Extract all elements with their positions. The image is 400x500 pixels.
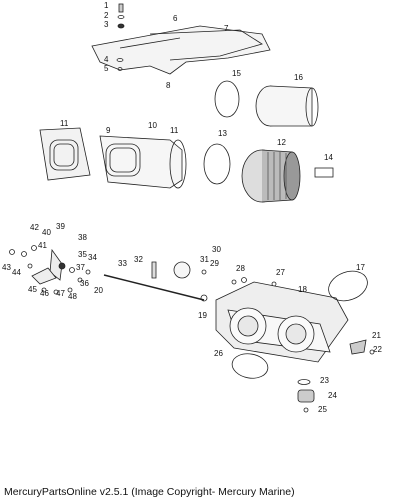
callout-13: 13 xyxy=(218,129,227,138)
small-hardware xyxy=(151,261,277,302)
callout-2: 2 xyxy=(104,11,109,20)
callout-45: 45 xyxy=(28,285,37,294)
flame-arrestor-adapter-left xyxy=(39,127,91,181)
callout-35: 35 xyxy=(78,250,87,259)
callout-43: 43 xyxy=(2,263,11,272)
gasket-26 xyxy=(231,353,269,379)
callout-48: 48 xyxy=(68,292,77,301)
callout-17: 17 xyxy=(356,263,365,272)
callout-16: 16 xyxy=(294,73,303,82)
callout-40: 40 xyxy=(42,228,51,237)
throttle-linkage-parts xyxy=(9,245,91,295)
callout-33: 33 xyxy=(118,259,127,268)
callout-47: 47 xyxy=(56,289,65,298)
callout-27: 27 xyxy=(276,268,285,277)
callout-5: 5 xyxy=(104,64,109,73)
callout-39: 39 xyxy=(56,222,65,231)
callout-20: 20 xyxy=(94,286,103,295)
callout-12: 12 xyxy=(277,138,286,147)
exploded-parts-diagram: 1234567891011111213141516171819202122232… xyxy=(2,1,382,414)
callout-36: 36 xyxy=(80,279,89,288)
callout-26: 26 xyxy=(214,349,223,358)
sensor-parts xyxy=(297,339,375,413)
callout-1: 1 xyxy=(104,1,109,10)
callout-32: 32 xyxy=(134,255,143,264)
decal-label xyxy=(314,167,334,178)
air-box-cover xyxy=(91,25,271,75)
callout-22: 22 xyxy=(373,345,382,354)
callout-46: 46 xyxy=(40,289,49,298)
gasket-17 xyxy=(328,270,368,302)
callout-7: 7 xyxy=(224,24,229,33)
callout-9: 9 xyxy=(106,126,111,135)
callout-10: 10 xyxy=(148,121,157,130)
callout-6: 6 xyxy=(173,14,178,23)
callout-21: 21 xyxy=(372,331,381,340)
throttle-body-housing xyxy=(215,281,349,363)
copyright-footer: MercuryPartsOnline v2.5.1 (Image Copyrig… xyxy=(4,486,295,498)
callout-4: 4 xyxy=(104,55,109,64)
callout-38: 38 xyxy=(78,233,87,242)
throttle-shaft xyxy=(103,274,205,301)
callout-37: 37 xyxy=(76,263,85,272)
callout-28: 28 xyxy=(236,264,245,273)
hose-clamp-13 xyxy=(203,143,231,185)
callout-11: 11 xyxy=(170,126,179,135)
callout-44: 44 xyxy=(12,268,21,277)
callout-18: 18 xyxy=(298,285,307,294)
callout-31: 31 xyxy=(200,255,209,264)
callout-41: 41 xyxy=(38,241,47,250)
callout-14: 14 xyxy=(324,153,333,162)
callout-34: 34 xyxy=(88,253,97,262)
filter-element xyxy=(241,149,301,203)
callout-42: 42 xyxy=(30,223,39,232)
callout-3: 3 xyxy=(104,20,109,29)
callout-15: 15 xyxy=(232,69,241,78)
callout-24: 24 xyxy=(328,391,337,400)
callout-23: 23 xyxy=(320,376,329,385)
callout-25: 25 xyxy=(318,405,327,414)
cover-screw-stack xyxy=(116,3,125,71)
flame-arrestor-body xyxy=(99,135,187,189)
callout-30: 30 xyxy=(212,245,221,254)
callout-8: 8 xyxy=(166,81,171,90)
callout-19: 19 xyxy=(198,311,207,320)
callout-11: 11 xyxy=(60,119,69,128)
hose-clamp-16 xyxy=(214,80,240,118)
callout-29: 29 xyxy=(210,259,219,268)
filter-housing xyxy=(255,85,319,127)
